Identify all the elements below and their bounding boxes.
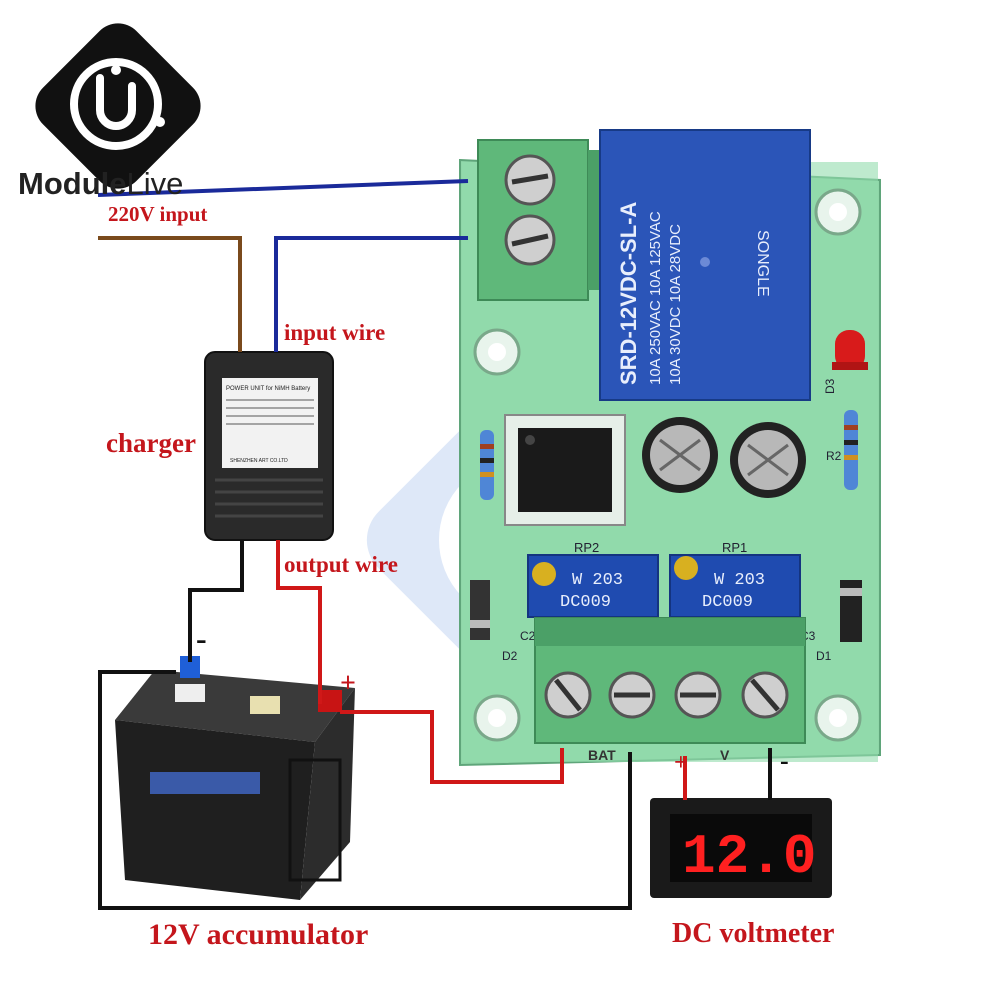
wires bbox=[97, 179, 772, 910]
brand-light: Live bbox=[126, 166, 184, 201]
label-dc-voltmeter: DC voltmeter bbox=[672, 918, 835, 949]
rp2-text-2: DC009 bbox=[560, 593, 611, 612]
adapter-footer: SHENZHEN ART CO.LTD bbox=[230, 458, 288, 464]
diode-d2: D2 bbox=[470, 580, 518, 663]
label-d1: D1 bbox=[816, 649, 832, 663]
label-12v-accumulator: 12V accumulator bbox=[148, 918, 369, 951]
battery-12v bbox=[115, 656, 355, 900]
label-plus: + bbox=[340, 668, 356, 699]
label-220v-input: 220V input bbox=[108, 202, 208, 226]
dc-voltmeter: 12.0 bbox=[650, 798, 832, 898]
brand-logo-text: ModuleLive bbox=[18, 166, 183, 202]
label-charger: charger bbox=[106, 428, 196, 458]
rp1-text-1: W 203 bbox=[714, 571, 765, 590]
label-voltmeter-plus: + bbox=[674, 750, 688, 776]
voltmeter-reading: 12.0 bbox=[682, 825, 816, 889]
input-terminal-block bbox=[477, 139, 602, 301]
wire-brown-220v bbox=[98, 236, 242, 352]
label-voltmeter-minus: - bbox=[780, 746, 789, 775]
wire-blue-input bbox=[274, 236, 468, 352]
rp1-text-2: DC009 bbox=[702, 593, 753, 612]
label-rp2: RP2 bbox=[574, 540, 599, 555]
wire-red-battery bbox=[340, 710, 564, 784]
label-v: V bbox=[720, 747, 730, 763]
led-d3: D3 bbox=[823, 330, 868, 394]
label-rp1: RP1 bbox=[722, 540, 747, 555]
brand-bold: Module bbox=[18, 166, 127, 201]
label-output-wire: output wire bbox=[284, 552, 398, 577]
output-terminal-block: BAT V bbox=[534, 617, 806, 763]
diode-d1: D1 bbox=[816, 580, 862, 663]
label-input-wire: input wire bbox=[284, 320, 386, 345]
resistor-left bbox=[480, 430, 494, 500]
capacitor-c2 bbox=[730, 422, 806, 498]
wire-black-charger bbox=[188, 540, 244, 662]
label-r2: R2 bbox=[826, 449, 842, 463]
wire-black-loop bbox=[98, 670, 632, 910]
wire-blue-220v bbox=[97, 179, 469, 197]
wire-red-output bbox=[276, 540, 322, 704]
label-d2: D2 bbox=[502, 649, 518, 663]
ic-chip bbox=[504, 414, 626, 526]
logo-icon bbox=[35, 23, 201, 189]
relay-brand-text: SONGLE bbox=[754, 230, 771, 297]
capacitor-c1 bbox=[642, 417, 718, 493]
rp2-text-1: W 203 bbox=[572, 571, 623, 590]
charger-adapter: POWER UNIT for NiMH Battery SHENZHEN ART… bbox=[204, 351, 334, 541]
potentiometer-rp2: RP2 W 203 DC009 bbox=[527, 540, 659, 618]
relay-model-text: SRD-12VDC-SL-A bbox=[616, 202, 641, 385]
adapter-title: POWER UNIT for NiMH Battery bbox=[226, 386, 310, 392]
label-bat: BAT bbox=[588, 747, 616, 763]
potentiometer-rp1: RP1 W 203 DC009 bbox=[669, 540, 801, 618]
label-c2: C2 bbox=[520, 629, 536, 643]
relay: SRD-12VDC-SL-A 10A 250VAC 10A 125VAC 10A… bbox=[599, 129, 811, 401]
resistor-r2: R2 bbox=[826, 410, 858, 490]
relay-rating-text-2: 10A 30VDC 10A 28VDC bbox=[667, 224, 684, 385]
label-minus: - bbox=[196, 620, 207, 656]
relay-rating-text-1: 10A 250VAC 10A 125VAC bbox=[647, 211, 664, 385]
label-d3: D3 bbox=[823, 378, 837, 394]
